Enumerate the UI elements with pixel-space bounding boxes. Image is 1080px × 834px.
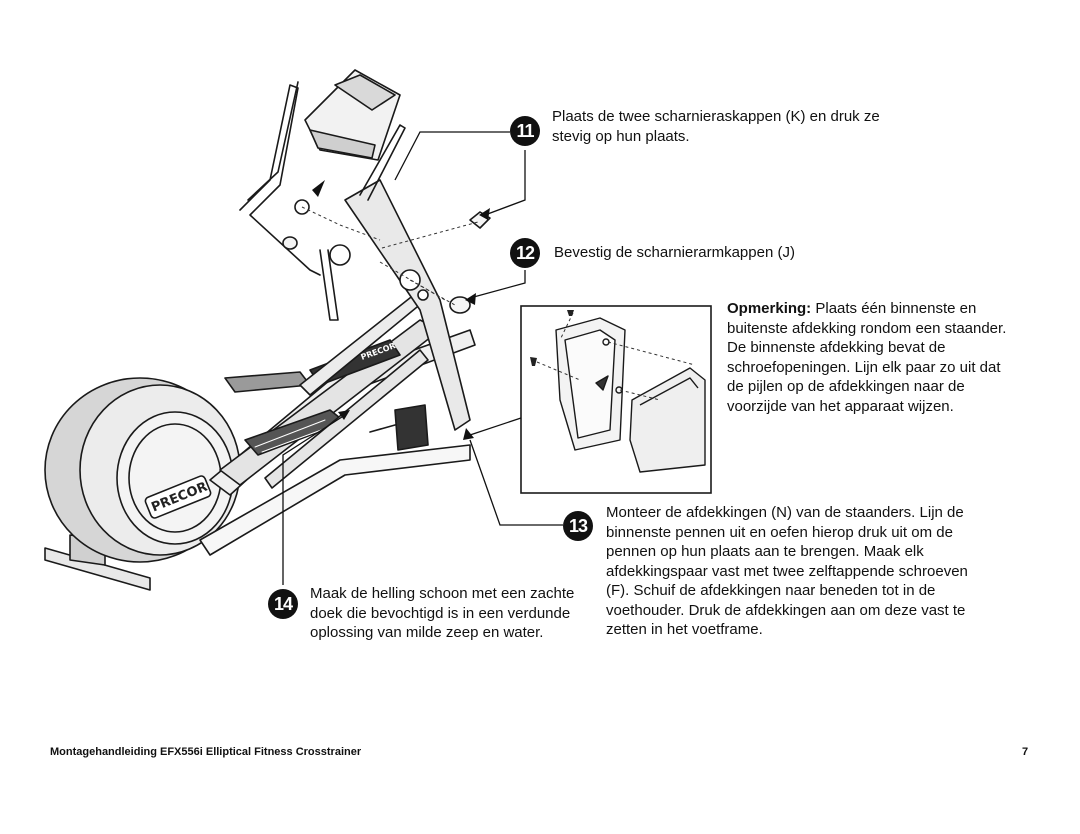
- step-11-text: Plaats de twee scharnieraskappen (K) en …: [552, 108, 880, 145]
- step-11-number: 11: [516, 120, 534, 141]
- step-12-text: Bevestig de scharnierarmkappen (J): [554, 244, 795, 261]
- step-14-text: Maak de helling schoon met een zachte do…: [310, 585, 575, 641]
- step-12-badge: 12: [510, 238, 540, 268]
- step-13-text: Monteer de afdekkingen (N) van de staand…: [606, 504, 968, 638]
- step-11-badge: 11: [510, 116, 540, 146]
- step-14-badge: 14: [268, 589, 298, 619]
- step-13-number: 13: [568, 515, 588, 536]
- step-13-badge: 13: [563, 511, 593, 541]
- page-number: 7: [1022, 746, 1029, 758]
- step-14-number: 14: [273, 593, 293, 614]
- step-12-number: 12: [515, 242, 535, 263]
- note-label: Opmerking:: [727, 300, 812, 317]
- footer-title: Montagehandleiding EFX556i Elliptical Fi…: [50, 746, 362, 758]
- note-text: Plaats één binnenste en buitenste afdekk…: [727, 300, 1007, 415]
- note-paragraph: Opmerking: Plaats één binnenste en buite…: [727, 299, 1017, 416]
